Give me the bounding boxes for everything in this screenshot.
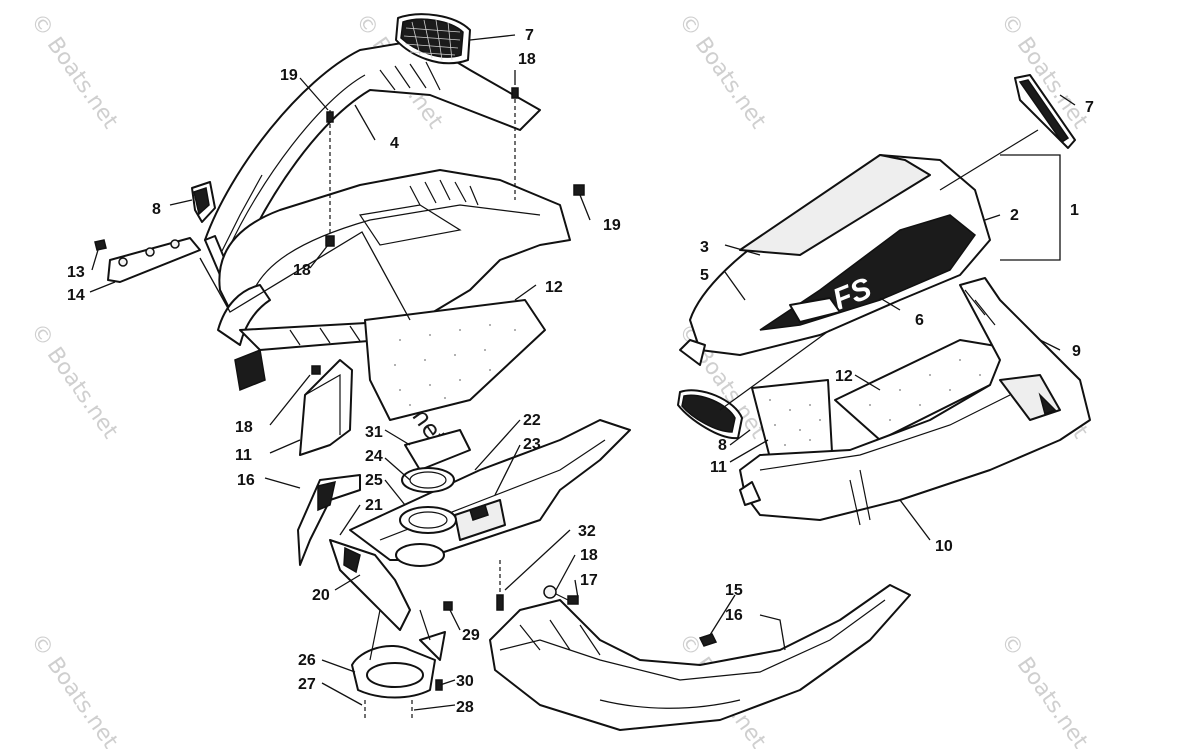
callout-32: 32	[578, 523, 596, 540]
belly-pan-lower	[489, 584, 911, 731]
callout-7: 7	[525, 27, 534, 44]
duct-16-20-21	[297, 474, 411, 631]
callout-13: 13	[67, 264, 85, 281]
watermark: © Boats.net	[995, 629, 1093, 749]
watermark: © Boats.net	[25, 319, 123, 444]
callout-25: 25	[365, 472, 383, 489]
callout-6: 6	[915, 312, 924, 329]
watermark: © Boats.net	[673, 9, 771, 134]
callout-16-right: 16	[725, 607, 743, 624]
callout-7-right: 7	[1085, 99, 1094, 116]
fastener-29	[443, 601, 453, 611]
vent-8-left	[191, 181, 216, 223]
callout-12-right: 12	[835, 368, 853, 385]
callout-24: 24	[365, 448, 383, 465]
flange-31	[395, 429, 471, 567]
callout-3: 3	[700, 239, 709, 256]
vent-grille-right	[1014, 74, 1076, 149]
side-panel-left	[299, 359, 353, 456]
callout-18-top: 18	[518, 51, 536, 68]
callout-11-right: 11	[710, 459, 727, 476]
callout-15: 15	[725, 582, 743, 599]
pins-32	[496, 560, 504, 611]
callout-4: 4	[390, 135, 399, 152]
callout-labels: 1 2 3 4 5 6 7 7 8 8 9 10 11 11 12 12 13 …	[67, 27, 1094, 716]
panel-11-right	[751, 379, 833, 459]
callout-9: 9	[1072, 343, 1081, 360]
callout-19-top: 19	[280, 67, 298, 84]
callout-20: 20	[312, 587, 330, 604]
callout-18-left: 18	[235, 419, 253, 436]
bracket-13-14	[94, 237, 201, 283]
callout-30: 30	[456, 673, 474, 690]
callout-29: 29	[462, 627, 480, 644]
callout-26: 26	[298, 652, 316, 669]
callout-22: 22	[523, 412, 541, 429]
callout-17: 17	[580, 572, 598, 589]
callout-27: 27	[298, 676, 316, 693]
callout-28: 28	[456, 699, 474, 716]
callout-31: 31	[365, 424, 383, 441]
callout-18-mid: 18	[293, 262, 311, 279]
callout-16: 16	[237, 472, 255, 489]
callout-11: 11	[235, 447, 252, 464]
watermark: © Boats.net	[25, 9, 123, 134]
callout-21: 21	[365, 497, 383, 514]
callout-8: 8	[152, 201, 161, 218]
callout-19-right: 19	[603, 217, 621, 234]
callout-8-right: 8	[718, 437, 727, 454]
callout-14: 14	[67, 287, 85, 304]
callout-18-lower: 18	[580, 547, 598, 564]
callout-5: 5	[700, 267, 709, 284]
callout-2: 2	[1010, 207, 1019, 224]
vent-grille-top	[395, 13, 471, 65]
leader-lines	[89, 34, 1076, 711]
callout-10: 10	[935, 538, 953, 555]
bolt-17-nut-18	[543, 585, 579, 605]
fasteners-left	[311, 87, 585, 375]
callout-1: 1	[1070, 202, 1079, 219]
insulation-pad-left	[364, 299, 546, 421]
lower-duct-26-28	[351, 609, 446, 720]
side-panel-right: FS	[679, 154, 991, 366]
vent-8-right	[677, 389, 743, 440]
callout-12: 12	[545, 279, 563, 296]
watermark: © Boats.net	[25, 629, 123, 749]
callout-23: 23	[523, 436, 541, 453]
